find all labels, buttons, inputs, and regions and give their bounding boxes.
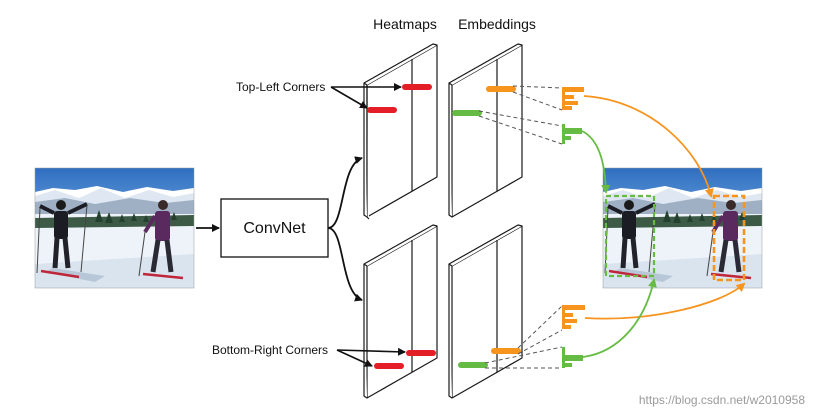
top-heatmap-slab <box>363 43 438 220</box>
bottom-embedding-slab <box>448 224 523 399</box>
convnet-box <box>220 198 329 258</box>
bottom-right-pointer-1 <box>336 347 406 356</box>
watermark-text: https://blog.csdn.net/w2010958 <box>639 393 805 407</box>
output-image <box>603 168 762 288</box>
output-green-bbox <box>604 194 656 278</box>
heatmaps-title: Heatmaps <box>373 16 437 32</box>
convnet-to-bottom-arrow <box>327 227 363 302</box>
orange-bottom-curve <box>584 282 746 320</box>
projection-lines <box>478 85 563 369</box>
top-orange-embedding-vector <box>562 87 584 110</box>
top-left-pointer-2 <box>330 86 368 109</box>
bottom-right-pointer-2 <box>336 349 373 367</box>
top-embedding-slab <box>448 43 523 218</box>
convnet-label: ConvNet <box>243 220 306 237</box>
green-top-curve <box>581 130 611 194</box>
output-orange-bbox <box>712 194 746 282</box>
bottom-heatmap-slab <box>363 224 438 399</box>
convnet-to-top-arrow <box>327 156 363 229</box>
bottom-orange-embedding-vector <box>562 305 585 329</box>
input-image <box>35 168 194 288</box>
orange-top-curve <box>583 95 714 198</box>
embeddings-title: Embeddings <box>458 16 536 32</box>
bottom-right-corners-label: Bottom-Right Corners <box>212 343 328 357</box>
top-green-embedding-vector <box>562 124 582 144</box>
top-left-corners-label: Top-Left Corners <box>236 80 325 94</box>
bottom-green-embedding-vector <box>562 347 583 368</box>
green-bottom-curve <box>582 278 657 358</box>
